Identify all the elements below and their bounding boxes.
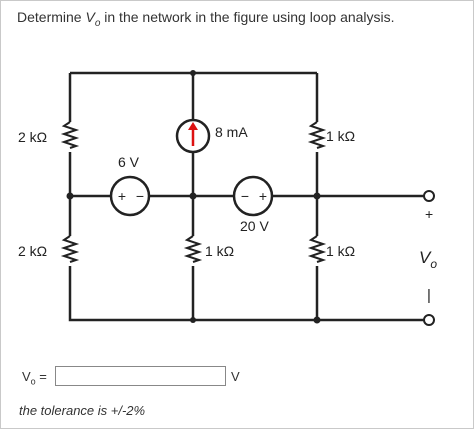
answer-label-sub: o <box>30 376 36 387</box>
vs-right-plus: + <box>259 188 267 204</box>
answer-label: Vo = <box>22 369 47 387</box>
question-prefix: Determine <box>17 9 86 25</box>
label-vout-plus: + <box>425 206 433 222</box>
resistor-middle-bottom <box>183 235 203 263</box>
label-voltage-left: 6 V <box>118 154 140 170</box>
junction-dots <box>66 70 321 324</box>
tolerance-note: the tolerance is +/-2% <box>19 403 146 418</box>
question-var: Vo <box>85 9 100 29</box>
label-vout: Vo <box>419 248 437 271</box>
question-suffix: in the network in the figure using loop … <box>100 9 395 25</box>
label-r-right-top: 1 kΩ <box>326 128 355 144</box>
vs-left-plus: + <box>118 188 126 204</box>
resistor-left-bottom <box>60 235 80 263</box>
vs-right-minus: − <box>241 188 249 204</box>
question-var-main: V <box>85 9 95 25</box>
label-r-middle-bottom: 1 kΩ <box>205 243 234 259</box>
resistor-right-bottom <box>307 235 327 263</box>
label-voltage-right: 20 V <box>240 218 269 234</box>
answer-unit: V <box>231 369 240 384</box>
label-r-right-bottom: 1 kΩ <box>326 243 355 259</box>
question-text: Determine Vo in the network in the figur… <box>17 9 395 29</box>
output-terminals <box>423 190 435 326</box>
resistor-left-top <box>60 121 80 149</box>
vout-main: V <box>419 248 432 267</box>
label-r-left-top: 2 kΩ <box>18 129 47 145</box>
answer-input[interactable] <box>55 366 226 386</box>
question-var-sub: o <box>94 17 101 29</box>
vs-left-minus: − <box>136 188 144 204</box>
answer-equals: = <box>35 369 47 384</box>
resistor-right-top <box>307 121 327 149</box>
current-source <box>175 118 211 154</box>
vout-sub: o <box>430 257 437 271</box>
voltage-source-left <box>109 175 151 217</box>
label-current-source: 8 mA <box>215 124 248 140</box>
label-vout-minus: | <box>427 287 431 304</box>
voltage-source-right <box>232 175 274 217</box>
label-r-left-bottom: 2 kΩ <box>18 243 47 259</box>
answer-label-main: V <box>22 369 31 384</box>
